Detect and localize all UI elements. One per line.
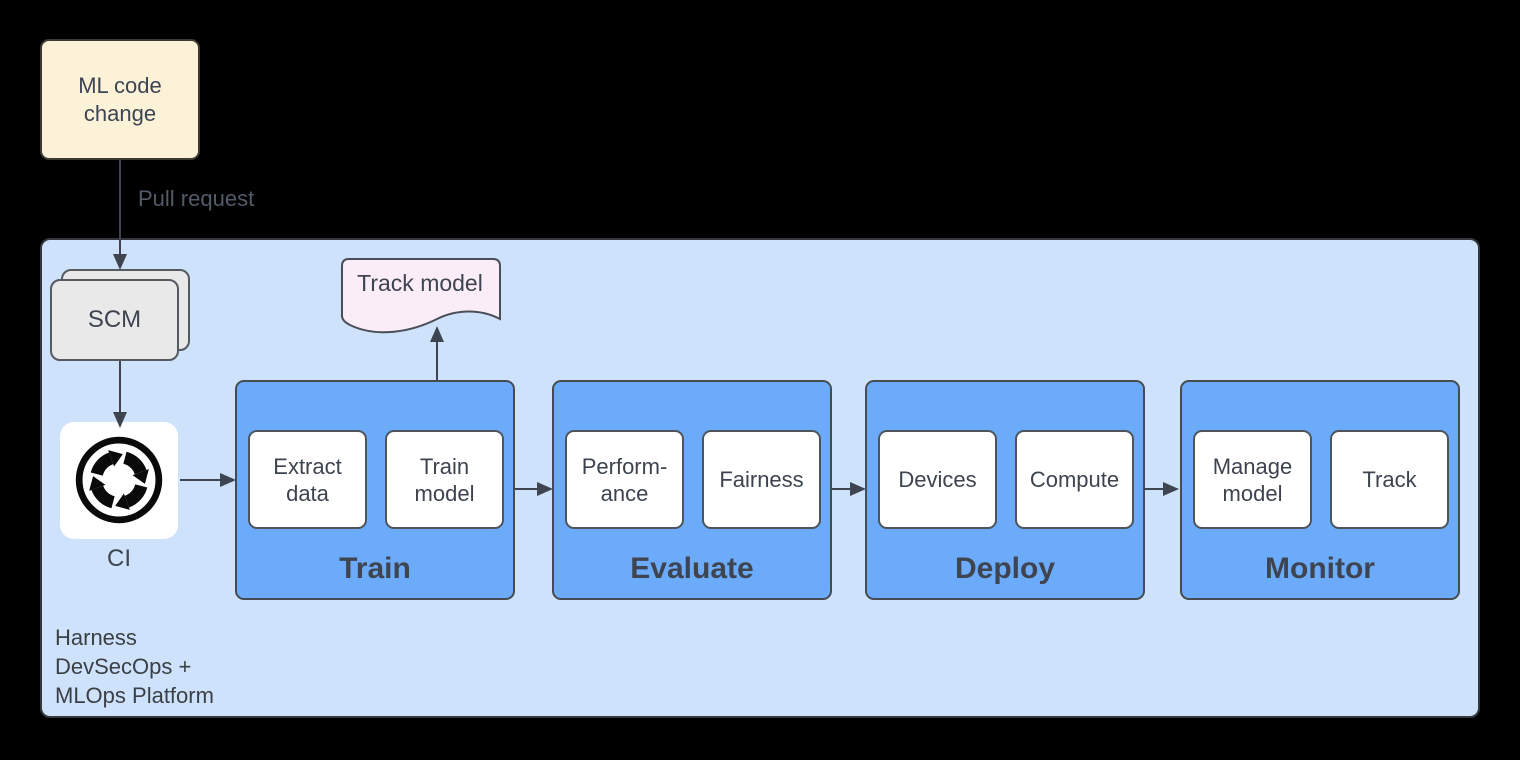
ml-code-change-node: ML code change <box>40 39 200 160</box>
scm-node: SCM <box>50 279 179 361</box>
stage-box-extract-data: Extract data <box>248 430 367 529</box>
track-model-label: Track model <box>357 270 483 296</box>
stage-box-track: Track <box>1330 430 1449 529</box>
ci-cycle-arrows-icon <box>75 436 163 524</box>
stage-box-fairness: Fairness <box>702 430 821 529</box>
stage-deploy: Devices Compute Deploy <box>865 380 1145 600</box>
stage-monitor: Manage model Track Monitor <box>1180 380 1460 600</box>
stage-evaluate: Perform- ance Fairness Evaluate <box>552 380 832 600</box>
ci-node-label: CI <box>107 545 131 572</box>
platform-caption: Harness DevSecOps + MLOps Platform <box>55 625 214 708</box>
stage-box-compute: Compute <box>1015 430 1134 529</box>
stage-train-label: Train <box>339 552 411 585</box>
stage-box-train-model: Train model <box>385 430 504 529</box>
stage-box-manage-model: Manage model <box>1193 430 1312 529</box>
ci-node <box>60 422 178 539</box>
stage-box-devices: Devices <box>878 430 997 529</box>
pull-request-label: Pull request <box>138 186 255 211</box>
stage-deploy-label: Deploy <box>954 552 1056 585</box>
stage-monitor-label: Monitor <box>1265 552 1375 585</box>
stage-evaluate-label: Evaluate <box>630 552 754 585</box>
stage-box-performance: Perform- ance <box>565 430 684 529</box>
stage-train: Extract data Train model Train <box>235 380 515 600</box>
track-model-document-shape <box>341 258 501 334</box>
